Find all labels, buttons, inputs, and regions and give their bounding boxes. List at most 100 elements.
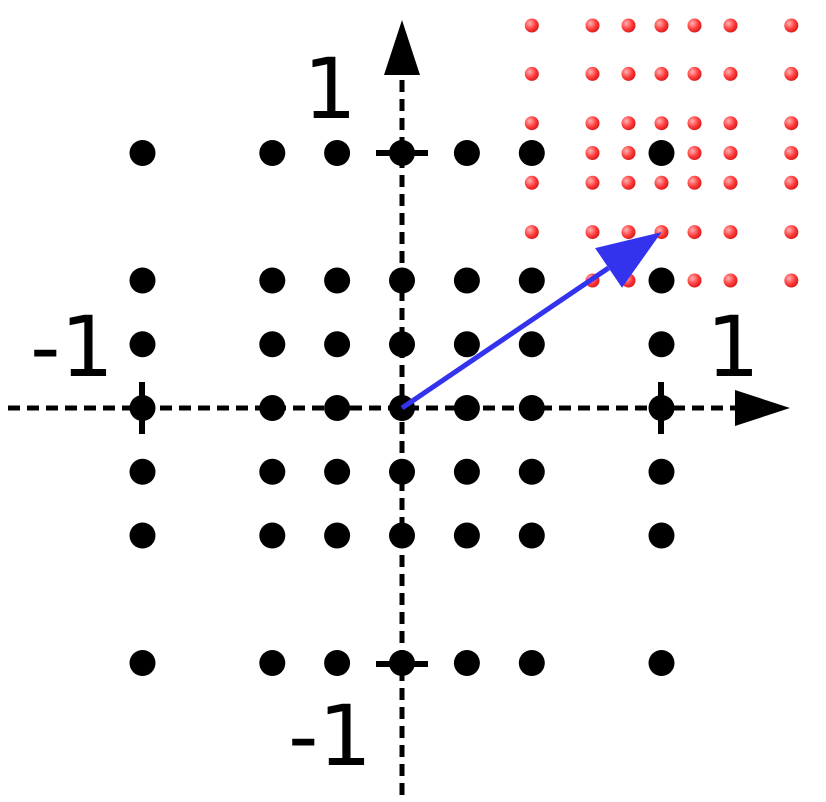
red-grid-point xyxy=(585,175,600,190)
x-axis-arrowhead xyxy=(735,390,790,426)
y-axis-label-positive: 1 xyxy=(303,40,356,138)
lattice-point xyxy=(129,331,156,358)
red-grid-point xyxy=(687,116,702,131)
lattice-point xyxy=(453,395,480,421)
lattice-point xyxy=(648,267,675,294)
lattice-point xyxy=(129,267,156,294)
red-grid-point xyxy=(524,18,539,33)
lattice-point xyxy=(389,650,415,676)
lattice-point xyxy=(324,331,351,358)
x-axis-label-positive: 1 xyxy=(706,298,759,396)
lattice-point xyxy=(518,650,545,676)
red-grid-point xyxy=(654,18,669,33)
lattice-point xyxy=(324,140,351,166)
red-grid-point xyxy=(784,116,799,131)
red-grid-point xyxy=(585,66,600,81)
lattice-point xyxy=(259,458,286,485)
lattice-point xyxy=(518,395,545,421)
red-grid-point xyxy=(723,66,738,81)
red-grid-point xyxy=(687,175,702,190)
red-grid-point xyxy=(687,66,702,81)
red-grid-point xyxy=(585,116,600,131)
red-grid-point xyxy=(784,175,799,190)
lattice-point xyxy=(453,331,480,358)
lattice-point xyxy=(648,331,675,358)
red-grid-point xyxy=(687,273,702,288)
red-grid-point xyxy=(723,225,738,240)
lattice-point xyxy=(453,458,480,485)
lattice-point xyxy=(518,522,545,549)
lattice-point xyxy=(259,267,286,294)
lattice-point xyxy=(259,522,286,549)
red-grid-point xyxy=(621,116,636,131)
red-grid-point xyxy=(524,175,539,190)
red-grid-point xyxy=(621,175,636,190)
red-grid-point xyxy=(723,273,738,288)
red-grid-point xyxy=(585,225,600,240)
red-grid-point xyxy=(784,273,799,288)
lattice-point xyxy=(324,458,351,485)
vector-arrowhead xyxy=(595,232,662,288)
lattice-point xyxy=(259,331,286,358)
red-grid-point xyxy=(723,146,738,160)
lattice-point xyxy=(259,140,286,166)
red-grid-point xyxy=(654,175,669,190)
red-grid-point xyxy=(621,66,636,81)
lattice-point xyxy=(389,267,415,294)
red-grid-point xyxy=(784,225,799,240)
red-grid-point xyxy=(585,146,600,160)
red-grid-point xyxy=(687,146,702,160)
lattice-point xyxy=(389,140,415,166)
lattice-point xyxy=(129,458,156,485)
lattice-point xyxy=(518,458,545,485)
red-grid-point xyxy=(784,66,799,81)
red-grid-point xyxy=(524,116,539,131)
lattice-point xyxy=(648,650,675,676)
red-grid-point xyxy=(784,146,799,160)
red-grid-point xyxy=(723,175,738,190)
lattice-point xyxy=(648,140,675,166)
lattice-point xyxy=(648,522,675,549)
lattice-point xyxy=(389,331,415,358)
red-grid-point xyxy=(524,225,539,240)
lattice-point xyxy=(324,395,351,421)
lattice-point xyxy=(129,650,156,676)
lattice-point xyxy=(453,522,480,549)
lattice-point xyxy=(129,140,156,166)
lattice-point xyxy=(324,650,351,676)
lattice-point xyxy=(129,395,156,421)
red-grid-point xyxy=(723,116,738,131)
lattice-point xyxy=(648,395,675,421)
lattice-point xyxy=(648,458,675,485)
lattice-point xyxy=(453,140,480,166)
red-grid-point xyxy=(687,18,702,33)
lattice-point xyxy=(518,267,545,294)
lattice-point xyxy=(389,458,415,485)
red-grid-point xyxy=(723,18,738,33)
lattice-point xyxy=(259,650,286,676)
lattice-point xyxy=(453,650,480,676)
y-axis-arrowhead xyxy=(384,20,420,75)
y-axis-label-negative: -1 xyxy=(288,687,372,785)
lattice-point xyxy=(389,522,415,549)
red-grid-point xyxy=(585,18,600,33)
transformed-grid-points xyxy=(524,18,799,288)
red-grid-point xyxy=(621,18,636,33)
lattice-points xyxy=(129,140,675,676)
x-axis-label-negative: -1 xyxy=(30,298,114,396)
lattice-point xyxy=(324,267,351,294)
red-grid-point xyxy=(654,66,669,81)
red-grid-point xyxy=(654,116,669,131)
lattice-point xyxy=(129,522,156,549)
vector-shaft xyxy=(400,265,610,411)
lattice-point xyxy=(518,331,545,358)
lattice-point xyxy=(518,140,545,166)
red-grid-point xyxy=(524,66,539,81)
lattice-point xyxy=(324,522,351,549)
lattice-point xyxy=(453,267,480,294)
red-grid-point xyxy=(784,18,799,33)
red-grid-point xyxy=(621,146,636,160)
lattice-point xyxy=(259,395,286,421)
red-grid-point xyxy=(687,225,702,240)
